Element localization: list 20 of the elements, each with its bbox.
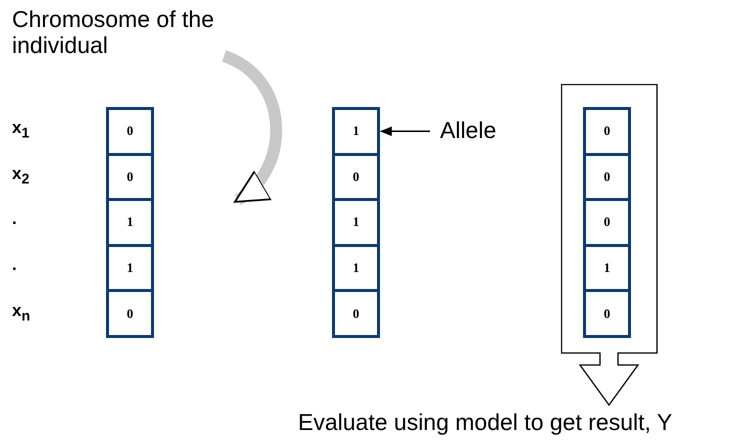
gene-cell: 1 xyxy=(332,107,380,156)
arrow xyxy=(380,126,430,136)
gene-cell: 1 xyxy=(332,198,380,247)
gene-cell: 0 xyxy=(583,107,631,156)
gene-cell: 0 xyxy=(583,289,631,338)
variable-label: . xyxy=(12,255,17,275)
curved-arrow xyxy=(222,50,282,205)
variable-label: x$_{1}$ xyxy=(12,118,30,142)
gene-cell: 0 xyxy=(106,107,154,156)
gene-cell: 0 xyxy=(332,289,380,338)
gene-cell: 0 xyxy=(583,198,631,247)
variable-label: x$_{2}$ xyxy=(12,164,30,188)
variable-label: x$_{n}$ xyxy=(12,301,30,324)
result-caption: Evaluate using model to get result, Y xyxy=(298,409,672,435)
block-arrow-outline xyxy=(561,84,658,406)
callout-label: Allele xyxy=(440,117,496,147)
gene-cell: 1 xyxy=(106,198,154,247)
caption-text: Chromosome of the individual xyxy=(12,6,222,58)
variable-label: . xyxy=(12,209,17,229)
gene-cell: 0 xyxy=(106,289,154,338)
